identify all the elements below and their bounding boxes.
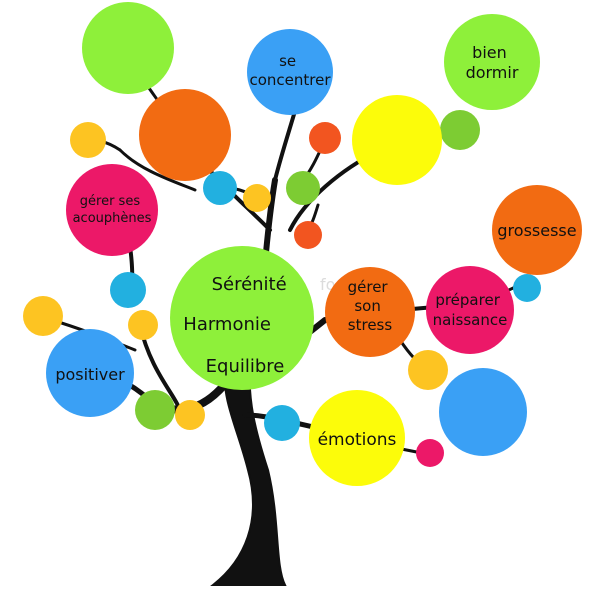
node-center-label: Sérénité Harmonie Equilibre — [183, 274, 292, 377]
circle-cyan-1 — [203, 171, 237, 205]
node-grossesse: grossesse — [492, 185, 582, 275]
node-gerer-stress-circle — [325, 267, 415, 357]
node-preparer-naissance: préparer naissance — [426, 266, 514, 354]
circle-cyan-2 — [110, 272, 146, 308]
center-line3: Equilibre — [206, 356, 285, 377]
circle-lime-1 — [286, 171, 320, 205]
blank-large-circles — [82, 2, 527, 456]
circle-green-topleft — [82, 2, 174, 94]
circle-pink-1 — [416, 439, 444, 467]
circle-amber-5 — [175, 400, 205, 430]
node-acouphenes-circle — [66, 164, 158, 256]
node-bien-dormir-label: bien dormir — [466, 43, 519, 82]
gerer-stress-line2: son — [354, 297, 381, 315]
center-line1: Sérénité — [212, 274, 287, 295]
gerer-stress-line3: stress — [348, 316, 393, 334]
center-line2: Harmonie — [183, 314, 271, 335]
node-grossesse-label: grossesse — [497, 221, 576, 240]
circle-amber-2 — [243, 184, 271, 212]
node-positiver-circle — [46, 329, 134, 417]
bien-dormir-line1: bien — [472, 43, 507, 62]
circle-amber-6 — [408, 350, 448, 390]
acouphenes-line2: acouphènes — [73, 211, 152, 226]
node-bien-dormir: bien dormir — [444, 14, 540, 110]
node-acouphenes: gérer ses acouphènes — [66, 164, 158, 256]
gerer-stress-line1: gérer — [348, 278, 389, 296]
node-preparer-naissance-label: préparer naissance — [433, 291, 508, 329]
se-concentrer-line2: concentrer — [249, 71, 331, 89]
node-emotions-circle — [309, 390, 405, 486]
circle-lime-2 — [440, 110, 480, 150]
node-gerer-stress-label: gérer son stress — [348, 278, 393, 334]
node-emotions: émotions — [309, 390, 405, 486]
circle-orange-top — [139, 89, 231, 181]
preparer-naissance-line1: préparer — [435, 291, 500, 309]
node-acouphenes-label: gérer ses acouphènes — [73, 194, 152, 226]
node-center-circle — [170, 246, 314, 390]
circle-orange-1 — [309, 122, 341, 154]
circle-yellow-top — [352, 95, 442, 185]
node-grossesse-circle — [492, 185, 582, 275]
node-se-concentrer-circle — [247, 29, 333, 115]
preparer-naissance-line2: naissance — [433, 311, 508, 329]
node-center: Sérénité Harmonie Equilibre — [170, 246, 314, 390]
node-positiver-label: positiver — [55, 365, 125, 384]
circle-amber-1 — [70, 122, 106, 158]
circle-amber-3 — [128, 310, 158, 340]
circle-amber-4 — [23, 296, 63, 336]
node-bien-dormir-circle — [444, 14, 540, 110]
node-se-concentrer-label: se concentrer — [249, 52, 331, 89]
circle-cyan-4 — [513, 274, 541, 302]
trunk — [210, 366, 287, 586]
node-positiver: positiver — [46, 329, 134, 417]
node-emotions-label: émotions — [318, 430, 397, 450]
circle-blue-right — [439, 368, 527, 456]
acouphenes-line1: gérer ses — [80, 194, 141, 209]
circle-cyan-3 — [264, 405, 300, 441]
node-gerer-stress: gérer son stress — [325, 267, 415, 357]
circle-orange-2 — [294, 221, 322, 249]
small-circles — [23, 110, 541, 467]
node-preparer-naissance-circle — [426, 266, 514, 354]
bien-dormir-line2: dormir — [466, 63, 519, 82]
se-concentrer-line1: se — [279, 52, 296, 70]
circle-lime-3 — [135, 390, 175, 430]
node-se-concentrer: se concentrer — [247, 29, 333, 115]
